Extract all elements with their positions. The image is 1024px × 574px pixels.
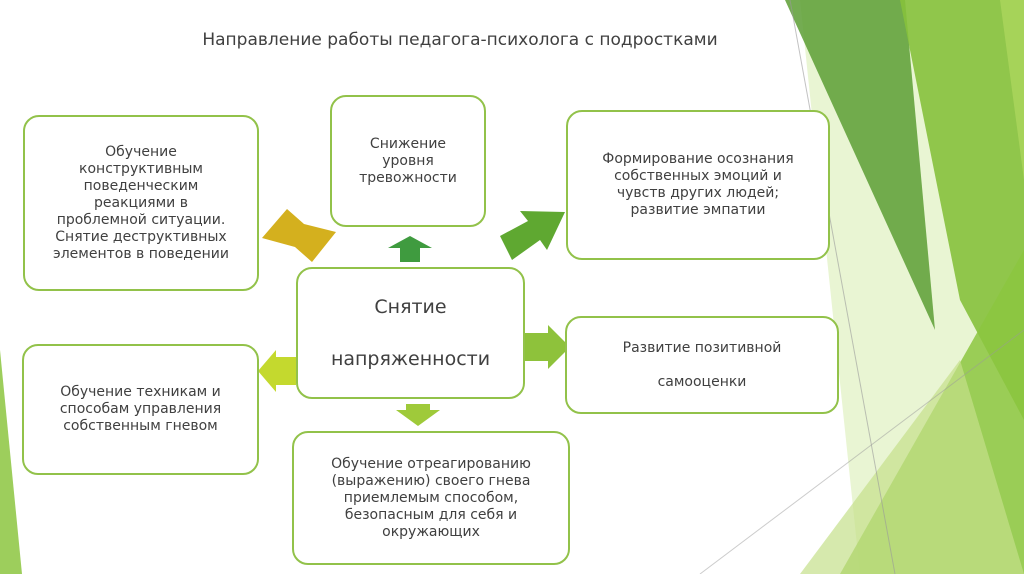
box-constructive-reactions: Обучение конструктивным поведенческим ре… [23, 115, 259, 291]
box-positive-self-esteem: Развитие позитивной самооценки [565, 316, 839, 414]
deco-left-bottom [0, 350, 22, 574]
box-anger-management: Обучение техникам и способам управления … [22, 344, 259, 475]
arrow-top-left [262, 209, 336, 262]
arrow-top-right [500, 211, 565, 260]
box-tension-relief: Снятие напряженности [296, 267, 525, 399]
deco-line-2 [699, 329, 1024, 574]
deco-line-1 [789, 0, 896, 574]
deco-dark-triangle [785, 0, 935, 330]
box-anger-expression: Обучение отреагированию (выражению) свое… [292, 431, 570, 565]
arrow-right [525, 325, 570, 369]
box-emotional-awareness: Формирование осознания собственных эмоци… [566, 110, 830, 260]
deco-bottom-light [800, 360, 1024, 574]
arrow-up [388, 236, 432, 262]
deco-light-triangle [1000, 0, 1024, 180]
arrow-down [396, 404, 440, 426]
arrow-left [258, 350, 296, 392]
page-title: Направление работы педагога-психолога с … [202, 30, 718, 50]
box-anxiety-reduction: Снижение уровня тревожности [330, 95, 486, 227]
